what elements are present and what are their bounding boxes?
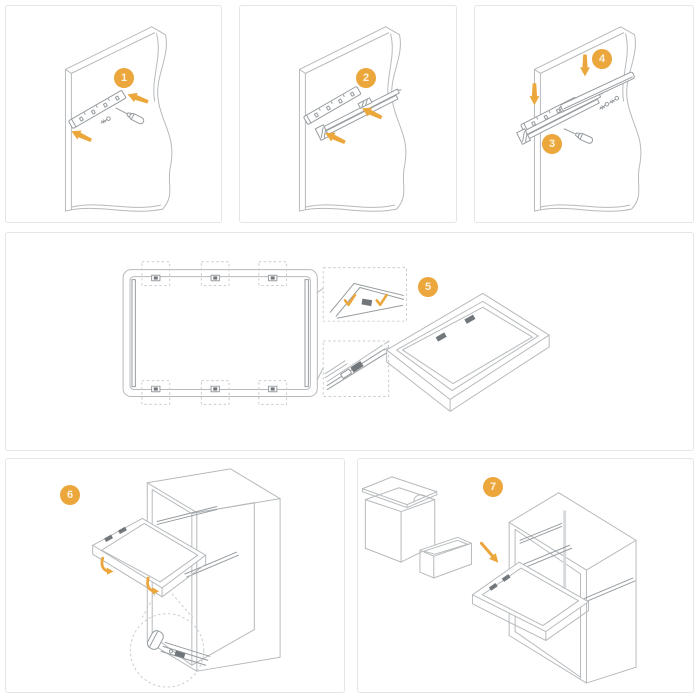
step-badge-3: 3 — [542, 134, 562, 154]
step-5-illustration — [122, 261, 550, 412]
step-number: 5 — [424, 280, 432, 293]
step-6-illustration — [92, 468, 281, 688]
pull-out-rail — [184, 551, 239, 578]
step-panel-7: 7 — [357, 458, 694, 693]
pull-out-rails — [523, 544, 636, 603]
step-badge-5: 5 — [418, 277, 438, 297]
detail-inset-corner — [322, 267, 407, 322]
step-panel-1: 1 — [5, 5, 222, 223]
step-panel-5: 5 — [5, 232, 694, 451]
inner-tray — [419, 536, 472, 579]
step-badge-1: 1 — [114, 68, 134, 88]
step-badge-6: 6 — [60, 485, 80, 505]
step-3-4-illustration — [514, 26, 642, 212]
step-number: 2 — [362, 71, 370, 84]
frame-extended — [471, 561, 589, 641]
step-badge-4: 4 — [592, 49, 612, 69]
step-number: 6 — [66, 488, 74, 501]
frame-clips — [151, 274, 278, 393]
clip-highlights — [141, 261, 288, 405]
frame-isometric — [386, 292, 550, 412]
step-number: 1 — [120, 71, 128, 84]
frame-on-slides — [92, 517, 207, 598]
frame-top-view — [122, 261, 324, 405]
step-number: 4 — [598, 52, 606, 65]
zoom-callout-circle — [129, 593, 211, 688]
step-panel-2: 2 — [239, 5, 457, 223]
insert-arrow-icon — [479, 541, 499, 563]
step-7-illustration — [361, 476, 637, 684]
step-badge-2: 2 — [356, 68, 376, 88]
step-panel-6: 6 — [5, 458, 345, 693]
step-badge-7: 7 — [483, 477, 503, 497]
detail-inset-rail-clip — [322, 340, 390, 397]
cabinet — [146, 468, 281, 672]
step-number: 7 — [489, 480, 497, 493]
step-number: 3 — [548, 137, 556, 150]
waste-bin — [361, 476, 438, 563]
check-icon — [375, 293, 388, 307]
step-panel-3-4: 3 4 — [474, 5, 694, 223]
step-1-illustration — [64, 26, 173, 212]
step-2-illustration — [298, 26, 407, 212]
